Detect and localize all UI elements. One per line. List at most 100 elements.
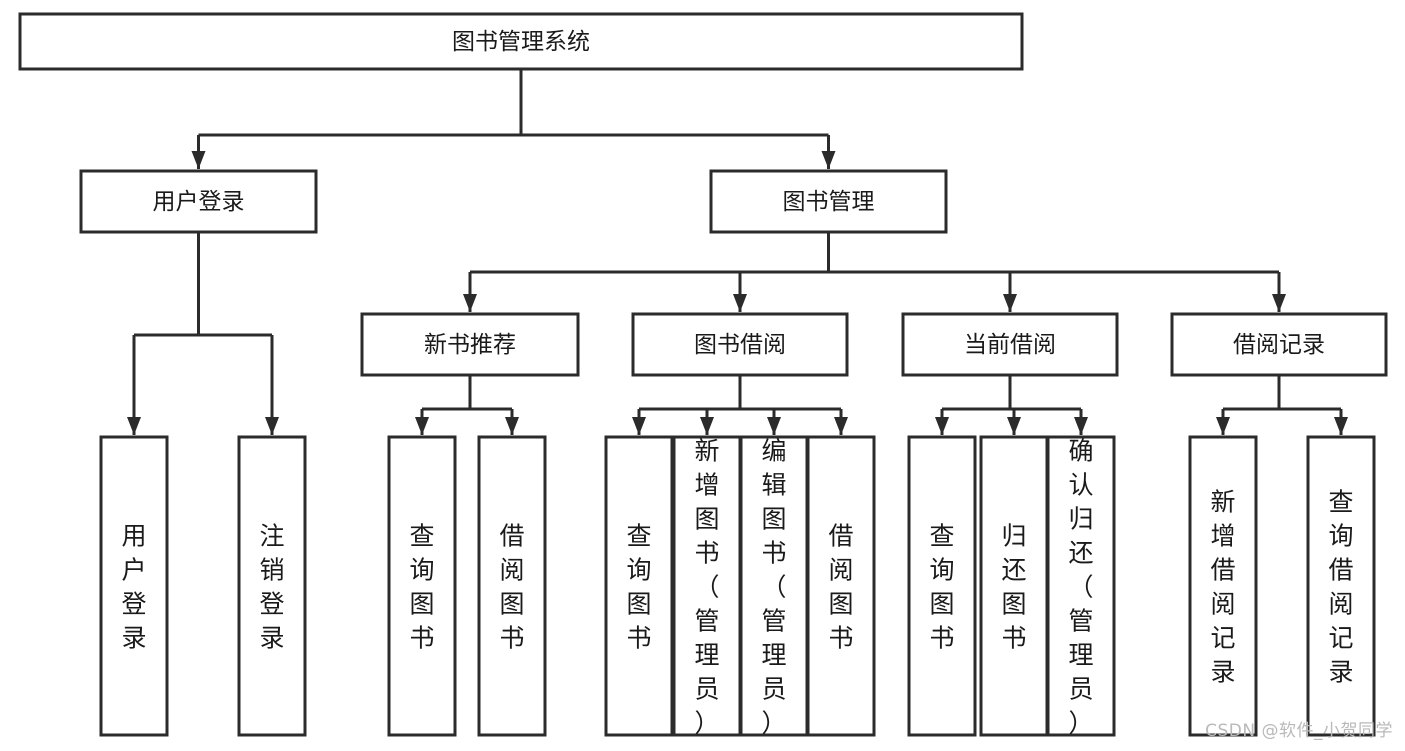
leaf-label-char: 图 (1001, 590, 1026, 619)
node-leaf-box (1046, 435, 1116, 737)
arrow-head-icon (1007, 417, 1021, 435)
arrow-head-icon (632, 417, 646, 435)
leaf-label-char: 书 (1001, 624, 1026, 653)
arrow-head-icon (191, 151, 206, 169)
leaf-label-char: 图 (761, 505, 786, 534)
leaf-label-char: 阅 (1210, 590, 1235, 619)
leaf-label-char: （ (694, 573, 719, 602)
leaf-label-char: 询 (626, 556, 651, 585)
node-level3-box-3 (1170, 312, 1388, 377)
node-leaf-box (979, 435, 1049, 737)
node-level2-label-1: 图书管理 (783, 189, 875, 215)
arrow-head-icon (1074, 417, 1088, 435)
node-root-box (18, 12, 1024, 71)
leaf-label-char: 阅 (1328, 590, 1353, 619)
leaf-label-char: 借 (1210, 556, 1235, 585)
node-level3-label-1: 图书借阅 (694, 332, 786, 358)
leaf-label-char: 查 (1328, 488, 1353, 517)
leaf-label-char: 阅 (828, 556, 853, 585)
arrow-head-icon (463, 294, 477, 312)
leaf-label-char: 管 (761, 607, 786, 636)
leaf-label-char: 询 (409, 556, 434, 585)
leaf-label-char: 销 (259, 556, 284, 585)
arrow-head-icon (700, 417, 714, 435)
node-level3-box-0 (360, 312, 580, 377)
node-root-label: 图书管理系统 (452, 29, 590, 55)
node-leaf-box (387, 435, 457, 737)
leaf-label-char: 注 (259, 522, 284, 551)
node-level3-label-0: 新书推荐 (424, 332, 516, 358)
node-leaf-box (739, 435, 809, 737)
leaf-label-char: 增 (1210, 522, 1235, 551)
leaf-label-char: 登 (259, 590, 284, 619)
leaf-label-char: 询 (1328, 522, 1353, 551)
arrow-head-icon (1003, 294, 1017, 312)
leaf-label-char: 查 (929, 522, 954, 551)
node-level3-label-3: 借阅记录 (1233, 332, 1325, 358)
leaf-label-char: 图 (828, 590, 853, 619)
leaf-label-char: 记 (1210, 624, 1235, 653)
leaf-label-char: 户 (121, 556, 146, 585)
arrow-head-icon (1272, 294, 1286, 312)
leaf-label-char: 管 (694, 607, 719, 636)
node-leaf-box (237, 435, 307, 737)
arrow-head-icon (821, 151, 836, 169)
node-level2-box-1 (709, 169, 948, 234)
leaf-label-char: 认 (1068, 471, 1093, 500)
leaf-label-char: 书 (828, 624, 853, 653)
leaf-label-char: 询 (929, 556, 954, 585)
leaf-label-char: ） (694, 709, 719, 738)
leaf-label-char: （ (761, 573, 786, 602)
arrow-head-icon (415, 417, 429, 435)
leaf-label-char: 理 (761, 641, 786, 670)
node-leaf-box (907, 435, 977, 737)
leaf-label-char: 辑 (761, 471, 786, 500)
leaf-label-char: ） (1068, 709, 1093, 738)
arrow-head-icon (733, 294, 747, 312)
leaf-label-char: 归 (1068, 505, 1093, 534)
arrow-head-icon (505, 417, 519, 435)
leaf-label-char: 图 (694, 505, 719, 534)
node-leaf-box (477, 435, 547, 737)
leaf-label-char: 登 (121, 590, 146, 619)
leaf-label-char: 录 (121, 624, 146, 653)
arrow-head-icon (265, 417, 279, 435)
node-level3-box-2 (901, 312, 1119, 377)
leaf-label-char: 员 (694, 675, 719, 704)
leaf-label-char: 查 (626, 522, 651, 551)
leaf-label-char: 图 (409, 590, 434, 619)
leaf-label-char: 确 (1068, 437, 1093, 466)
leaf-label-char: 还 (1001, 556, 1026, 585)
leaf-label-char: 理 (694, 641, 719, 670)
leaf-label-char: 查 (409, 522, 434, 551)
node-leaf-box (99, 435, 169, 737)
leaf-label-char: 新 (1210, 488, 1235, 517)
node-leaf-box (1188, 435, 1258, 737)
leaf-label-char: 理 (1068, 641, 1093, 670)
leaf-label-char: 用 (121, 522, 146, 551)
leaf-label-char: 借 (828, 522, 853, 551)
leaf-label-char: 图 (929, 590, 954, 619)
node-level3-label-2: 当前借阅 (964, 332, 1056, 358)
leaf-label-char: 阅 (499, 556, 524, 585)
node-level2-label-0: 用户登录 (153, 189, 245, 215)
leaf-label-char: 归 (1001, 522, 1026, 551)
watermark-text: CSDN @软件_小贺同学 (1205, 721, 1393, 741)
leaf-label-char: 图 (499, 590, 524, 619)
arrow-head-icon (127, 417, 141, 435)
node-leaf-box (806, 435, 876, 737)
leaf-label-char: 录 (259, 624, 284, 653)
arrow-head-icon (767, 417, 781, 435)
leaf-label-char: 书 (761, 539, 786, 568)
arrow-head-icon (1216, 417, 1230, 435)
